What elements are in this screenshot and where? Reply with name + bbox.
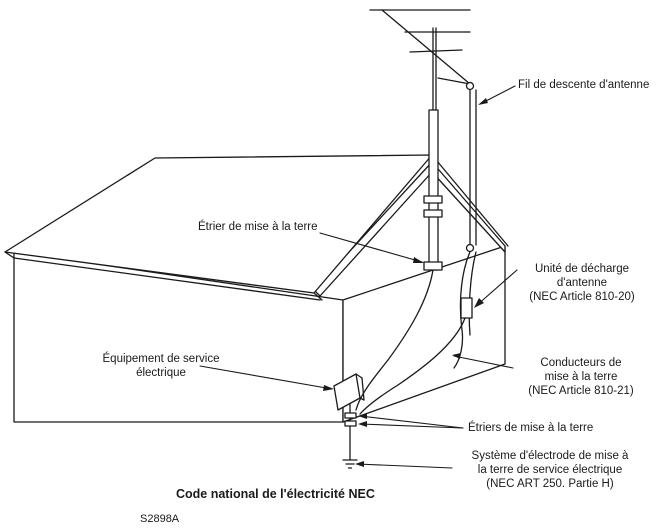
mast-pole: [428, 109, 439, 271]
discharge-unit-box: [460, 297, 473, 319]
eave-front: [313, 292, 323, 301]
label-ground-clamp: Étrier de mise à la terre: [198, 221, 318, 233]
diagram-title: Code national de l'électricité NEC: [176, 487, 375, 501]
mast-clamp-upper: [423, 195, 443, 204]
antenna-mast: [369, 9, 471, 271]
mast-clamp-middle: [423, 209, 443, 218]
arrow-ground-clamps-1: [359, 415, 464, 429]
arrow-discharge-unit: [475, 269, 518, 307]
arrow-electrode-system: [356, 463, 453, 469]
label-ground-clamps: Étriers de mise à la terre: [468, 422, 594, 434]
label-electrode-system: Système d'électrode de mise à la terre d…: [471, 450, 629, 490]
lead-in-wire: [453, 81, 477, 369]
label-grounding-conductors: Conducteurs de mise à la terre (NEC Arti…: [528, 357, 634, 397]
antenna-boom: [381, 9, 471, 85]
eave-left: [4, 251, 15, 259]
label-electric-service: Équipement de service électrique: [102, 353, 220, 379]
service-clamp-lower: [344, 420, 357, 427]
ground-symbol: [342, 459, 358, 469]
arrow-grounding-conductors: [453, 355, 514, 369]
label-discharge-unit: Unité de décharge d'antenne (NEC Article…: [529, 263, 635, 303]
figure-code: S2898A: [140, 513, 180, 525]
service-clamp-upper: [344, 412, 357, 419]
arrow-electric-service: [199, 365, 333, 390]
house-right-wall: [342, 245, 506, 423]
antenna-element-low: [409, 49, 463, 53]
leader-arrows: [199, 85, 518, 469]
arrow-ground-clamps-2: [359, 423, 464, 429]
eave-line: [13, 257, 321, 301]
house: [4, 154, 509, 423]
electric-service-box: [333, 373, 365, 469]
arrow-ground-clamp: [319, 232, 423, 263]
mast-ground-clamp: [423, 261, 443, 271]
label-lead-in-wire: Fil de descente d'antenne: [518, 79, 650, 91]
